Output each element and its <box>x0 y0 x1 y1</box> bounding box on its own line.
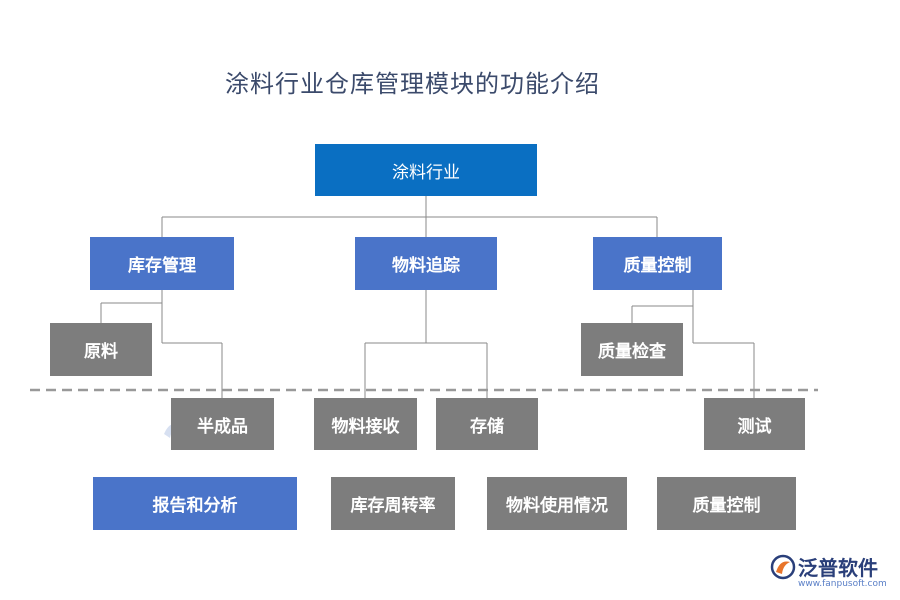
node-reports-analysis: 报告和分析 <box>93 477 297 530</box>
fanpu-logo-icon <box>770 554 796 580</box>
node-quality-control-bottom: 质量控制 <box>657 477 796 530</box>
node-material-usage: 物料使用情况 <box>487 477 627 530</box>
logo-url-text: www.fanpusoft.com <box>798 579 887 589</box>
node-semi-finished: 半成品 <box>171 398 274 450</box>
brand-logo: 泛普软件 www.fanpusoft.com <box>770 552 895 596</box>
node-inventory-management: 库存管理 <box>90 237 234 290</box>
node-testing: 测试 <box>704 398 805 450</box>
node-inventory-turnover: 库存周转率 <box>331 477 455 530</box>
logo-brand-text: 泛普软件 <box>798 556 878 580</box>
root-node: 涂料行业 <box>315 144 537 196</box>
node-raw-material: 原料 <box>50 323 152 376</box>
node-material-tracking: 物料追踪 <box>355 237 497 290</box>
node-storage: 存储 <box>436 398 538 450</box>
page-title: 涂料行业仓库管理模块的功能介绍 <box>225 70 600 98</box>
node-quality-control: 质量控制 <box>593 237 722 290</box>
node-material-receiving: 物料接收 <box>314 398 417 450</box>
node-quality-inspection: 质量检查 <box>581 323 683 376</box>
